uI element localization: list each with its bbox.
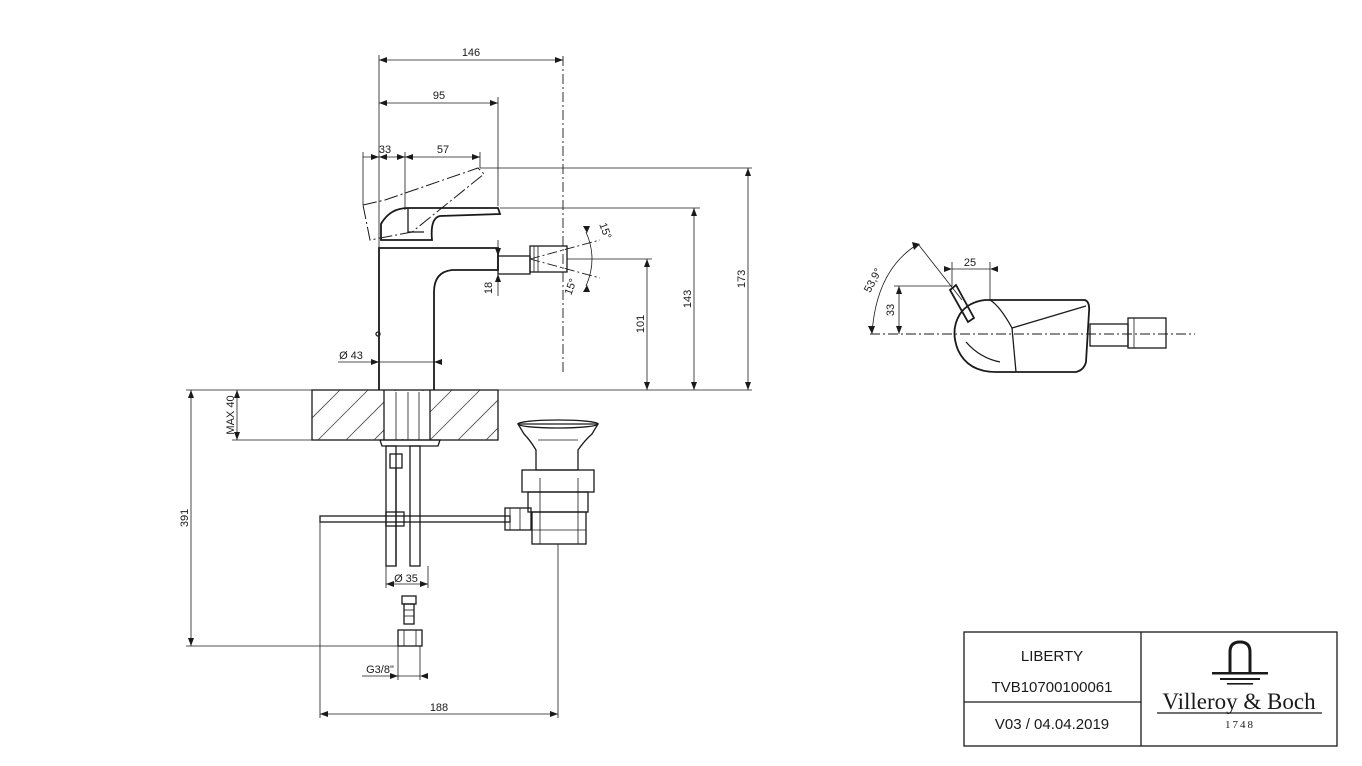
dim-angle53: 53,9° [862, 266, 885, 294]
front-dimensions: 146 95 33 57 173 143 101 18 [179, 47, 752, 718]
product-name: LIBERTY [1021, 648, 1083, 665]
dim-101: 101 [635, 315, 647, 333]
dim-18: 18 [483, 282, 495, 294]
dim-391: 391 [179, 509, 191, 527]
dim-15-lower: 15° [563, 277, 580, 297]
dim-25: 25 [964, 257, 976, 269]
brand-logo-icon [1212, 640, 1268, 685]
dim-188: 188 [430, 702, 448, 714]
dim-95: 95 [433, 90, 445, 102]
drain-waste [516, 419, 600, 545]
faucet-front-view [362, 56, 568, 390]
dim-143: 143 [682, 290, 694, 308]
brand-name: Villeroy & Boch [1162, 689, 1316, 714]
dim-146: 146 [462, 47, 480, 59]
version-date: V03 / 04.04.2019 [995, 716, 1109, 733]
dim-g38: G3/8" [366, 664, 394, 676]
dim-33-top: 33 [379, 144, 391, 156]
supply-hoses [319, 445, 532, 647]
dim-57: 57 [437, 144, 449, 156]
dim-max40: MAX 40 [225, 395, 237, 434]
dim-15-upper: 15° [596, 221, 613, 241]
faucet-side-view: 53,9° 25 33 [862, 242, 1195, 373]
brand-year: 1748 [1225, 719, 1255, 731]
title-block: LIBERTY TVB10700100061 V03 / 04.04.2019 … [963, 631, 1338, 747]
worktop-section [311, 389, 499, 447]
dim-173: 173 [736, 270, 748, 288]
dim-dia43: Ø 43 [339, 350, 363, 362]
dim-dia35: Ø 35 [394, 573, 418, 585]
article-number: TVB10700100061 [992, 679, 1113, 696]
dim-33-side: 33 [885, 304, 897, 316]
